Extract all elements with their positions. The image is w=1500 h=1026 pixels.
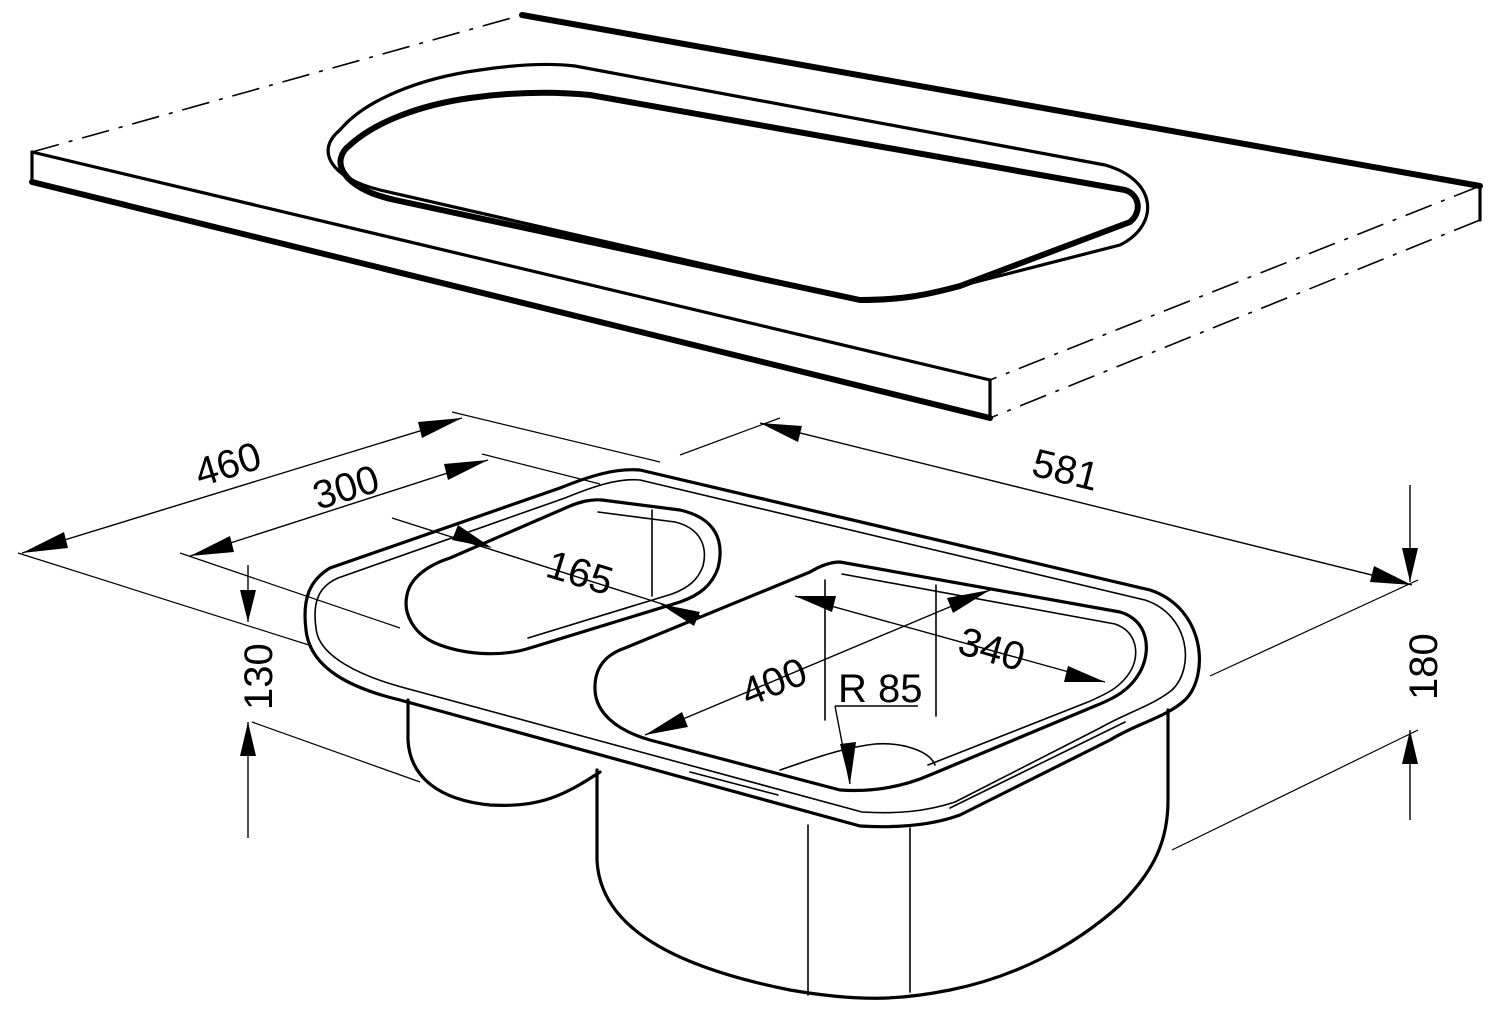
dim-300-arrow-right <box>444 460 488 480</box>
small-bowl-body <box>406 698 602 808</box>
ext-300-right <box>481 453 601 485</box>
large-bowl-inner-edge <box>841 573 1137 766</box>
label-small-bowl-width: 165 <box>541 543 618 605</box>
dim-165-arrow-left <box>452 525 492 548</box>
dim-581-line <box>759 422 1413 586</box>
dim-r85-arrow <box>840 742 856 784</box>
large-bowl-outline <box>593 560 1148 793</box>
dim-180-arrow-top <box>1402 548 1418 582</box>
ext-300-left <box>179 552 401 629</box>
ext-180-bottom <box>1171 729 1419 851</box>
dim-581-arrow-right <box>1370 566 1412 585</box>
dim-400-arrow-left <box>645 712 688 735</box>
countertop-cutout-inner <box>337 89 1141 303</box>
dim-180-arrow-bottom <box>1402 730 1418 764</box>
dim-300-arrow-left <box>190 536 234 556</box>
large-bowl-body <box>595 708 1170 1000</box>
countertop <box>29 12 1483 421</box>
dim-400-line <box>644 589 991 736</box>
dimension-labels: 460 300 165 581 400 340 R 85 130 180 <box>190 434 1446 715</box>
sink <box>303 468 1201 1000</box>
dim-165-arrow-right <box>660 604 700 626</box>
small-bowl-outline <box>404 498 722 656</box>
dimension-lines <box>17 411 1419 851</box>
dim-460-arrow-left <box>22 532 68 553</box>
dim-300-line <box>189 459 489 557</box>
countertop-hidden-bottom-right <box>989 219 1481 419</box>
countertop-front-edge <box>30 150 992 382</box>
label-corner-radius: R 85 <box>838 667 923 711</box>
countertop-hidden-right-edge <box>989 185 1481 381</box>
label-large-bowl-width: 340 <box>954 619 1030 680</box>
ext-581-left <box>679 417 781 456</box>
label-overall-depth: 460 <box>190 434 267 496</box>
large-bowl-floor-curve <box>779 742 936 771</box>
dim-460-arrow-right <box>418 418 462 438</box>
ext-460-left <box>17 552 313 647</box>
dim-340-line <box>794 595 1106 683</box>
dim-130-arrow-top <box>240 590 256 622</box>
countertop-front-bottom-edge <box>29 179 993 421</box>
ext-460-right <box>451 411 661 463</box>
countertop-hidden-back-edge <box>31 14 523 153</box>
sink-rim-inner <box>314 478 1187 814</box>
ext-130-bottom <box>251 721 421 783</box>
dim-400-arrow-right <box>947 590 990 613</box>
label-small-bowl-depth: 300 <box>308 457 385 519</box>
sink-rim-outer <box>303 468 1201 829</box>
dim-340-arrow-left <box>795 596 836 612</box>
label-large-bowl-depth: 400 <box>735 650 813 716</box>
dim-165-line <box>391 517 701 617</box>
small-bowl-inner-edge <box>527 511 706 639</box>
rim-clip-right <box>949 721 1126 809</box>
rim-clip-left <box>689 771 779 796</box>
countertop-back-edge <box>519 12 1483 189</box>
ext-581-right <box>1209 579 1419 677</box>
dim-581-arrow-left <box>760 423 802 442</box>
label-small-bowl-height: 130 <box>237 643 281 710</box>
dim-340-arrow-right <box>1064 666 1105 682</box>
label-large-bowl-height: 180 <box>1402 633 1446 700</box>
dim-130-arrow-bottom <box>240 722 256 756</box>
label-overall-width: 581 <box>1028 441 1103 500</box>
dim-460-line <box>21 417 463 554</box>
